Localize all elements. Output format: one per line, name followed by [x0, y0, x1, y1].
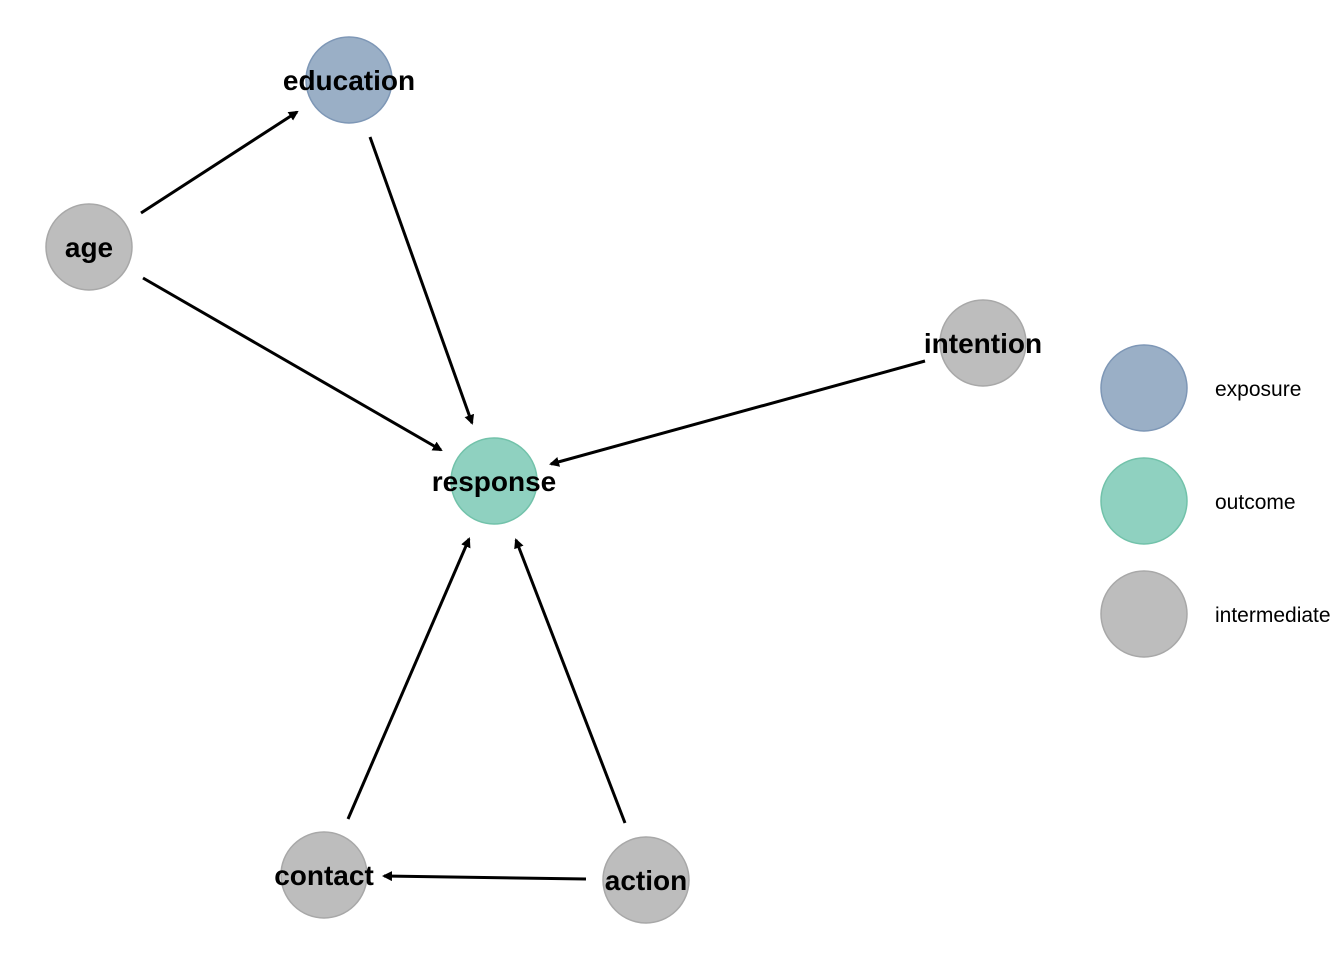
node-education-circle	[305, 36, 393, 124]
node-intention-label: intention	[924, 328, 1042, 359]
node-intention: intention	[924, 299, 1042, 387]
legend-exposure-swatch	[1100, 344, 1188, 432]
node-response: response	[432, 437, 557, 525]
node-age: age	[45, 203, 133, 291]
edge-education-response	[368, 136, 475, 425]
legend-item-outcome: outcome	[1100, 457, 1296, 545]
legend-intermediate-label: intermediate	[1215, 604, 1331, 627]
edge-intention-response	[549, 359, 926, 467]
node-education: education	[283, 36, 415, 124]
edge-contact-response	[346, 537, 471, 820]
edge-age-response	[142, 276, 443, 452]
node-intention-circle	[939, 299, 1027, 387]
node-action-label: action	[605, 865, 687, 896]
edge-action-contact	[382, 871, 587, 882]
node-education-label: education	[283, 65, 415, 96]
legend-outcome-label: outcome	[1215, 491, 1296, 514]
nodes: education age intention response contact…	[45, 36, 1042, 924]
node-age-label: age	[65, 232, 113, 263]
legend: exposure outcome intermediate	[1100, 344, 1331, 658]
node-action-circle	[602, 836, 690, 924]
edges	[140, 110, 926, 882]
legend-item-exposure: exposure	[1100, 344, 1301, 432]
node-contact: contact	[274, 831, 374, 919]
node-contact-label: contact	[274, 860, 374, 891]
edge-age-education	[140, 110, 299, 215]
node-age-circle	[45, 203, 133, 291]
legend-intermediate-swatch	[1100, 570, 1188, 658]
legend-exposure-label: exposure	[1215, 378, 1301, 401]
edge-action-response	[514, 538, 627, 824]
node-response-label: response	[432, 466, 557, 497]
legend-outcome-swatch	[1100, 457, 1188, 545]
node-action: action	[602, 836, 690, 924]
legend-item-intermediate: intermediate	[1100, 570, 1331, 658]
node-contact-circle	[280, 831, 368, 919]
node-response-circle	[450, 437, 538, 525]
